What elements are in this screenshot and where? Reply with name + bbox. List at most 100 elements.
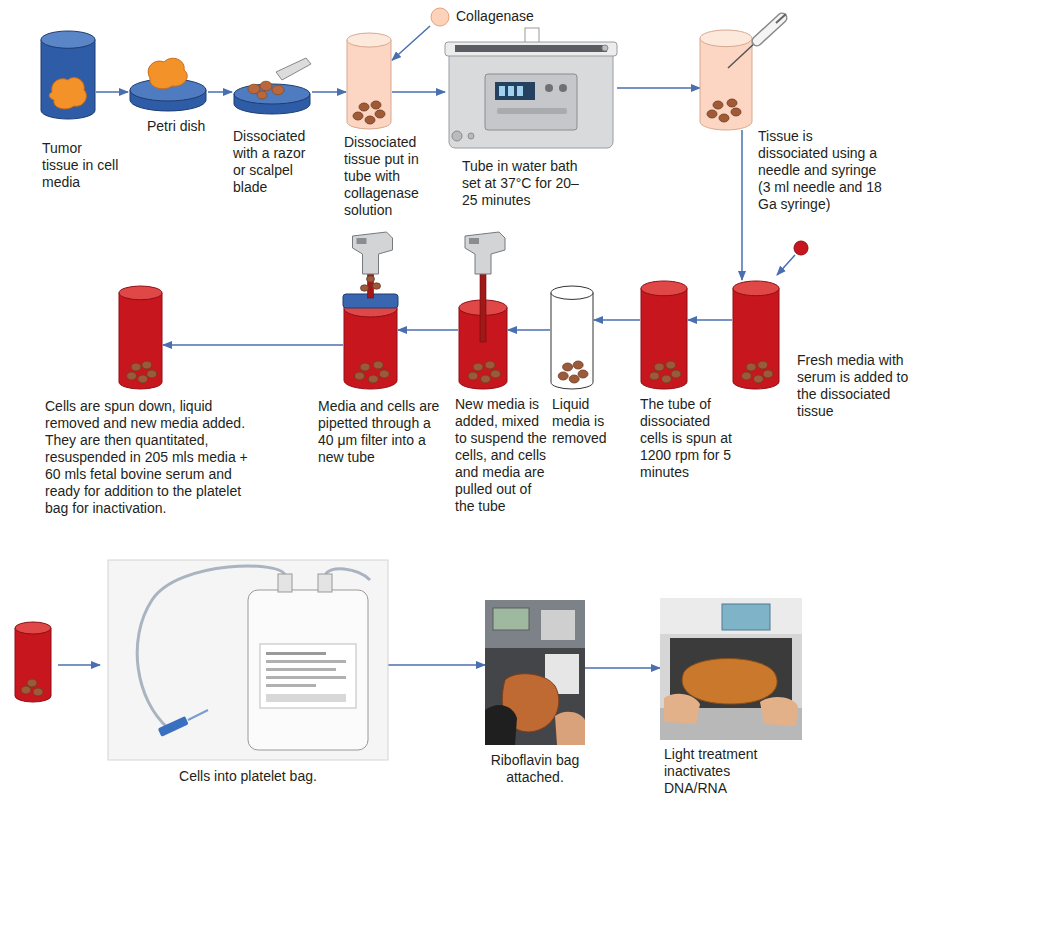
flow-arrow bbox=[741, 130, 743, 280]
step-illustration bbox=[430, 7, 450, 27]
rect-shape bbox=[357, 238, 367, 244]
step-node: Tissue is dissociated using a needle and… bbox=[700, 14, 785, 130]
step-label: New media is added, mixed to suspend the… bbox=[455, 396, 547, 515]
flow-arrow bbox=[392, 26, 430, 60]
ellipse-shape bbox=[746, 363, 756, 371]
step-node: Tumor tissue in cell media bbox=[40, 30, 96, 120]
flow-arrow bbox=[58, 664, 100, 666]
ellipse-shape bbox=[260, 81, 272, 91]
rect-shape bbox=[480, 272, 486, 342]
rect-shape bbox=[266, 668, 336, 671]
step-illustration bbox=[485, 600, 585, 745]
add-arrow bbox=[777, 255, 795, 275]
path-shape bbox=[465, 232, 505, 274]
step-label: Cells are spun down, liquid removed and … bbox=[45, 398, 250, 517]
step-caption: Liquid media is removed bbox=[552, 396, 616, 447]
step-node: New media is added, mixed to suspend the… bbox=[458, 232, 508, 390]
line-shape bbox=[776, 14, 786, 23]
step-illustration bbox=[700, 14, 785, 130]
step-caption: The tube of dissociated cells is spun at… bbox=[640, 396, 732, 481]
ellipse-shape bbox=[21, 686, 31, 694]
ellipse-shape bbox=[347, 33, 391, 47]
ellipse-shape bbox=[373, 361, 383, 369]
step-node: Collagenase bbox=[430, 7, 450, 27]
rect-shape bbox=[495, 82, 535, 100]
step-node: The tube of dissociated cells is spun at… bbox=[640, 280, 688, 390]
step-node: Cells into platelet bag. bbox=[108, 560, 388, 760]
step-label: Petri dish bbox=[147, 118, 227, 135]
rect-shape bbox=[108, 560, 388, 760]
ellipse-shape bbox=[763, 370, 773, 378]
flow-arrow bbox=[208, 91, 232, 93]
step-node: Tube in water bath set at 37°C for 20–25… bbox=[445, 28, 617, 150]
step-caption: Tube in water bath set at 37°C for 20–25… bbox=[462, 158, 580, 209]
ellipse-shape bbox=[727, 99, 737, 107]
rect-shape bbox=[485, 74, 577, 130]
ellipse-shape bbox=[15, 622, 51, 634]
step-label: Dissociated with a razor or scalpel blad… bbox=[233, 128, 315, 196]
media-drop bbox=[794, 241, 808, 255]
path-shape bbox=[485, 705, 517, 745]
ellipse-shape bbox=[371, 101, 381, 109]
step-illustration bbox=[445, 28, 617, 150]
ellipse-shape bbox=[359, 103, 369, 111]
step-node: Dissociated with a razor or scalpel blad… bbox=[232, 56, 312, 114]
ellipse-shape bbox=[558, 372, 568, 380]
small-red-tube bbox=[15, 622, 51, 702]
step-illustration bbox=[128, 50, 208, 112]
path-shape bbox=[148, 58, 187, 89]
step-caption: Riboflavin bag attached. bbox=[470, 752, 600, 786]
rect-shape bbox=[445, 42, 617, 56]
step-label: Tissue is dissociated using a needle and… bbox=[758, 128, 883, 213]
path-shape bbox=[682, 659, 777, 705]
ellipse-shape bbox=[379, 370, 389, 378]
ellipse-shape bbox=[367, 276, 375, 282]
step-caption: Cells are spun down, liquid removed and … bbox=[45, 398, 250, 517]
rect-shape bbox=[266, 694, 346, 702]
ellipse-shape bbox=[671, 370, 681, 378]
rect-shape bbox=[485, 600, 585, 648]
step-caption: Media and cells are pipetted through a 4… bbox=[318, 398, 442, 466]
circle-shape bbox=[559, 84, 567, 92]
step-illustration bbox=[660, 598, 802, 740]
ellipse-shape bbox=[365, 116, 375, 124]
ellipse-shape bbox=[361, 285, 369, 291]
step-illustration bbox=[118, 285, 163, 390]
step-label: Media and cells are pipetted through a 4… bbox=[318, 398, 442, 466]
ellipse-shape bbox=[563, 363, 573, 371]
rect-shape bbox=[497, 108, 567, 114]
path-shape bbox=[49, 78, 86, 109]
rect-shape bbox=[260, 644, 356, 708]
rect-shape bbox=[499, 86, 505, 96]
ellipse-shape bbox=[473, 363, 483, 371]
step-caption: Collagenase bbox=[456, 8, 556, 25]
circle-shape bbox=[431, 8, 449, 26]
step-illustration bbox=[108, 560, 388, 760]
rect-shape bbox=[493, 608, 529, 630]
path-shape bbox=[760, 697, 798, 726]
ellipse-shape bbox=[147, 370, 157, 378]
step-label: Dissociated tissue put in tube with coll… bbox=[344, 134, 436, 219]
rect-shape bbox=[278, 574, 292, 592]
step-illustration bbox=[550, 285, 594, 390]
step-caption: New media is added, mixed to suspend the… bbox=[455, 396, 547, 515]
step-caption: Light treatment inactivates DNA/RNA bbox=[664, 746, 782, 797]
polygon-shape bbox=[276, 58, 311, 80]
path-shape bbox=[641, 288, 687, 389]
rect-shape bbox=[660, 598, 802, 740]
path-shape bbox=[119, 293, 162, 389]
step-caption: Tumor tissue in cell media bbox=[42, 140, 122, 191]
rect-shape bbox=[248, 590, 368, 750]
ellipse-shape bbox=[27, 679, 37, 687]
ellipse-shape bbox=[666, 361, 676, 369]
path-shape bbox=[664, 694, 700, 724]
rect-shape bbox=[266, 684, 316, 687]
circle-shape bbox=[452, 131, 462, 141]
step-node: Light treatment inactivates DNA/RNA bbox=[660, 598, 802, 740]
flow-arrow bbox=[163, 344, 343, 346]
ellipse-shape bbox=[481, 375, 491, 383]
path-shape bbox=[555, 712, 585, 745]
rect-shape bbox=[266, 652, 326, 655]
